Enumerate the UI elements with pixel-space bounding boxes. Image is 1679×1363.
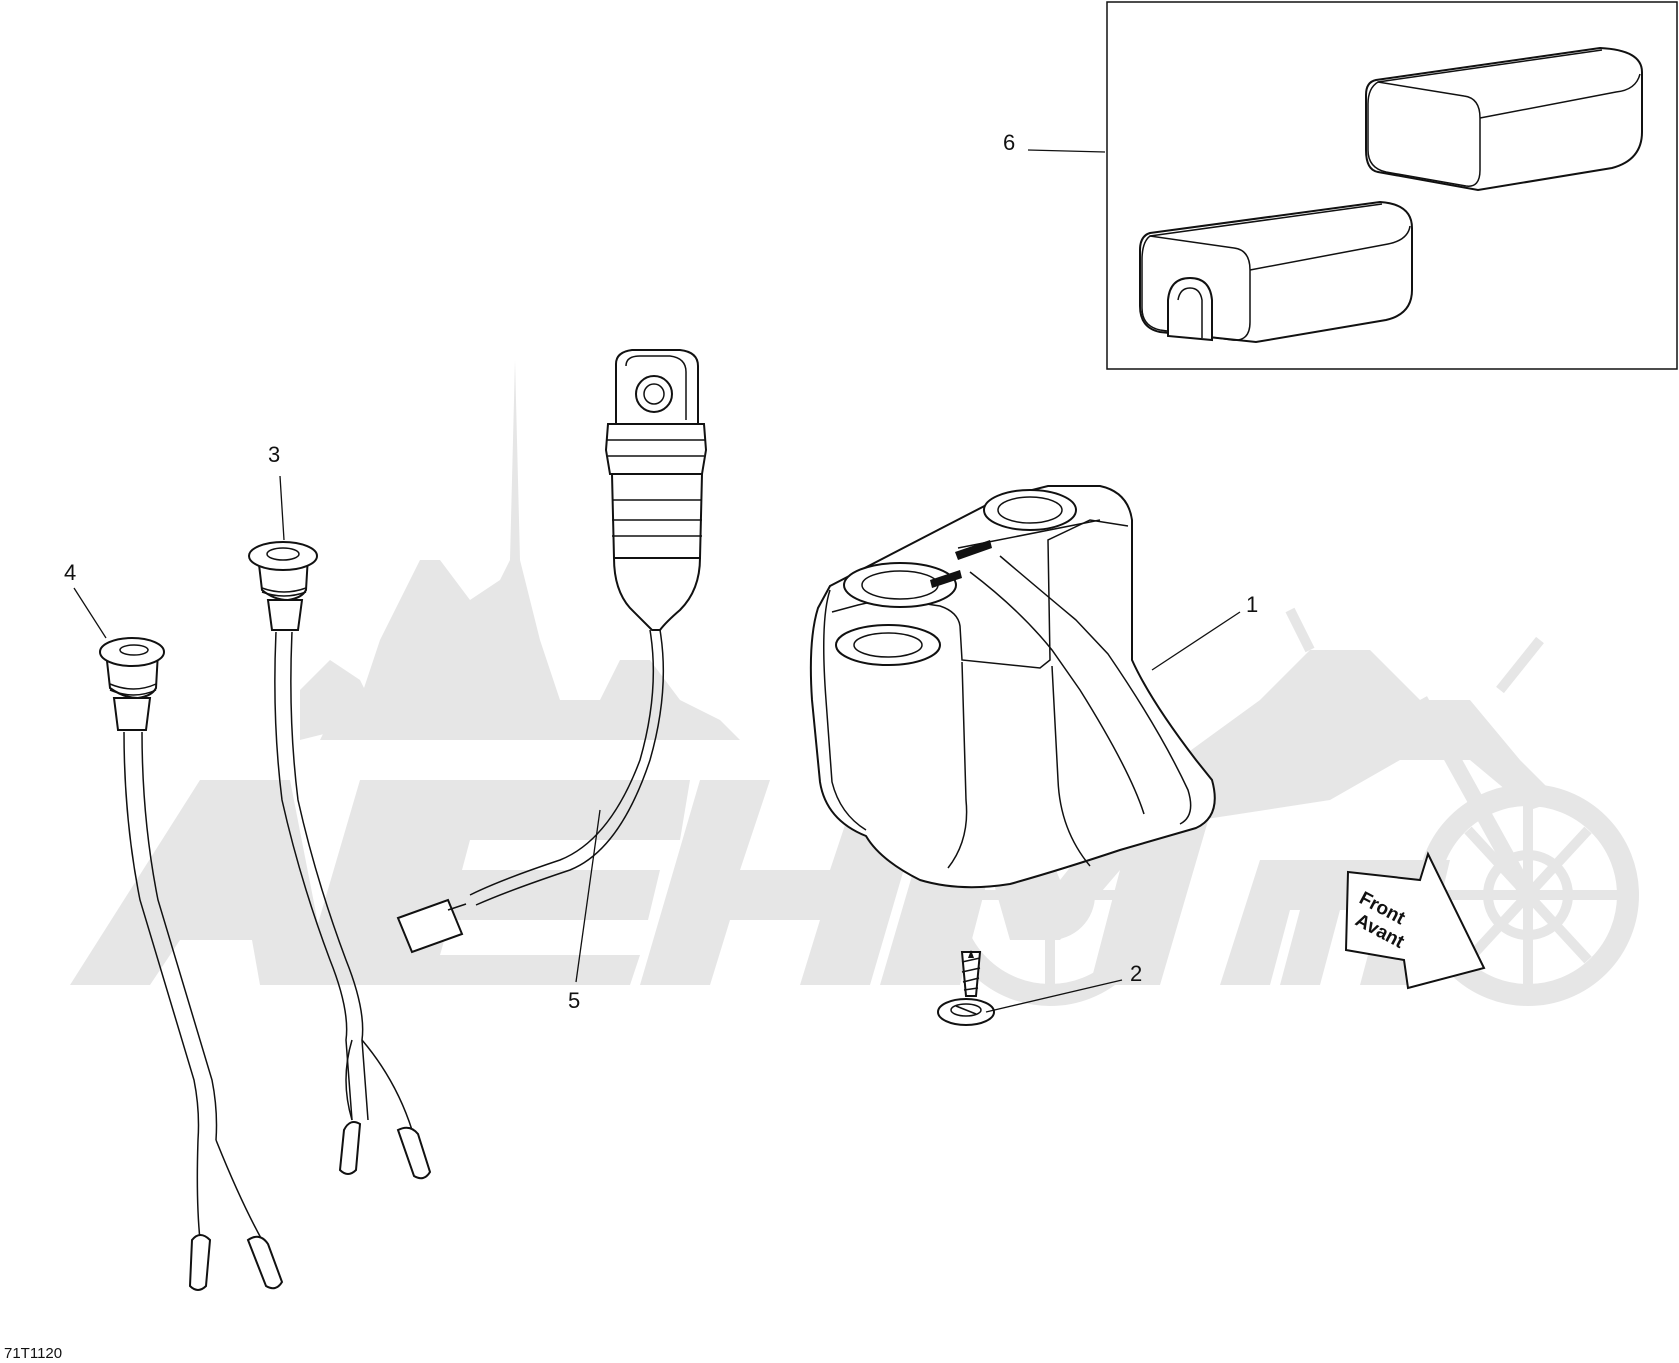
callout-5: 5 bbox=[568, 988, 580, 1013]
part-3-indicator-light bbox=[248, 541, 432, 1180]
leader-lines bbox=[73, 149, 1241, 1013]
callout-6: 6 bbox=[1003, 130, 1015, 155]
front-direction-arrow[interactable]: Front Avant bbox=[1344, 851, 1486, 990]
callout-1: 1 bbox=[1246, 592, 1258, 617]
part-1-steering-cover bbox=[809, 485, 1216, 889]
callout-2: 2 bbox=[1130, 961, 1142, 986]
part-4-indicator-light bbox=[99, 637, 284, 1291]
part-2-screw bbox=[937, 950, 995, 1026]
callout-labels: 1 2 3 4 5 6 bbox=[64, 130, 1258, 1013]
watermark-city-skyline bbox=[300, 360, 740, 740]
part-5-ignition-switch bbox=[396, 349, 708, 954]
watermark-motorcycle bbox=[939, 607, 1639, 1006]
inset-box bbox=[1106, 1, 1678, 370]
part-6-grip-cover-upper bbox=[1365, 46, 1643, 192]
figure-reference: 71T1120 bbox=[4, 1345, 62, 1362]
callout-4: 4 bbox=[64, 560, 76, 585]
part-6-grip-cover-lower bbox=[1139, 200, 1413, 344]
callout-3: 3 bbox=[268, 442, 280, 467]
